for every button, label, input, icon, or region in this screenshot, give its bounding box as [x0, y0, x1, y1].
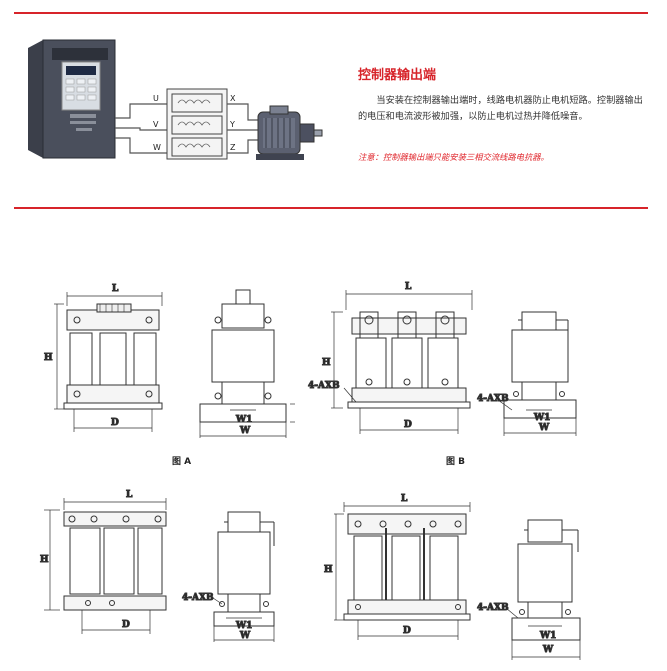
drawings-svg: L H D W1 W [40, 282, 581, 660]
section-title: 控制器输出端 [358, 68, 437, 83]
figure-b-side-view [497, 311, 577, 436]
terminal-w-label: W [153, 143, 161, 152]
figure-a-caption: 图 A [172, 457, 192, 467]
wiring-diagram: U V W X Y Z [28, 39, 323, 160]
fig-b-dim-d: D [404, 420, 412, 430]
terminal-v-label: V [153, 120, 159, 129]
figure-b-front-view [331, 290, 473, 434]
fig-c-dim-h: H [40, 555, 49, 565]
fig-c-dim-hole: 4-AXB [182, 593, 214, 603]
top-red-rule [14, 12, 648, 14]
fig-d-dim-w: W [542, 645, 554, 655]
fig-a-dim-l: L [112, 284, 119, 294]
wiring-section: U V W X Y Z [0, 0, 667, 210]
figure-c-front-view [44, 498, 167, 634]
fig-b-dim-hole: 4-AXB [308, 381, 340, 391]
fig-c-dim-w1: W1 [235, 621, 252, 631]
fig-b-dim-w1: W1 [533, 413, 550, 423]
inverter-image [28, 39, 116, 159]
terminal-z-label: Z [230, 143, 236, 152]
fig-d-dim-d: D [403, 626, 411, 636]
fig-a-dim-h: H [44, 353, 53, 363]
middle-red-rule [14, 207, 648, 209]
input-wires [115, 103, 172, 154]
figure-a-side-view [199, 289, 295, 438]
motor-image [256, 105, 323, 160]
output-wires [227, 103, 262, 154]
figure-b-caption: 图 B [446, 457, 465, 467]
fig-a-dim-w1: W1 [235, 415, 252, 425]
fig-d-dim-l: L [401, 494, 408, 504]
fig-d-dim-w1: W1 [539, 631, 556, 641]
terminal-y-label: Y [229, 120, 235, 129]
fig-a-dim-d: D [111, 418, 119, 428]
fig-b-dim-h: H [322, 358, 331, 368]
fig-c-dim-w: W [239, 631, 251, 641]
fig-b-dim-l: L [405, 282, 412, 292]
fig-d-dim-hole: 4-AXB [477, 603, 509, 613]
terminal-x-label: X [230, 94, 236, 103]
terminal-u-label: U [153, 94, 159, 103]
fig-c-dim-l: L [126, 490, 133, 500]
section-description: 当安装在控制器输出端时，线路电机器防止电机短路。控制器输出的电压和电流波形被加强… [358, 95, 643, 122]
figure-d-side-view [505, 519, 581, 660]
fig-b-dim-w: W [538, 423, 550, 433]
figure-d-front-view [334, 502, 471, 640]
reactor-block [166, 88, 228, 160]
dimension-drawings: L H D W1 W [0, 210, 667, 667]
fig-b-dim-hole-side: 4-AXB [477, 394, 509, 404]
section-note: 注意：控制器输出端只能安装三相交流线路电抗器。 [358, 152, 549, 162]
fig-a-dim-w: W [239, 426, 251, 436]
figure-c-side-view [209, 511, 275, 642]
fig-c-dim-d: D [122, 620, 130, 630]
fig-d-dim-h: H [324, 565, 333, 575]
figure-a-front-view [54, 292, 163, 432]
